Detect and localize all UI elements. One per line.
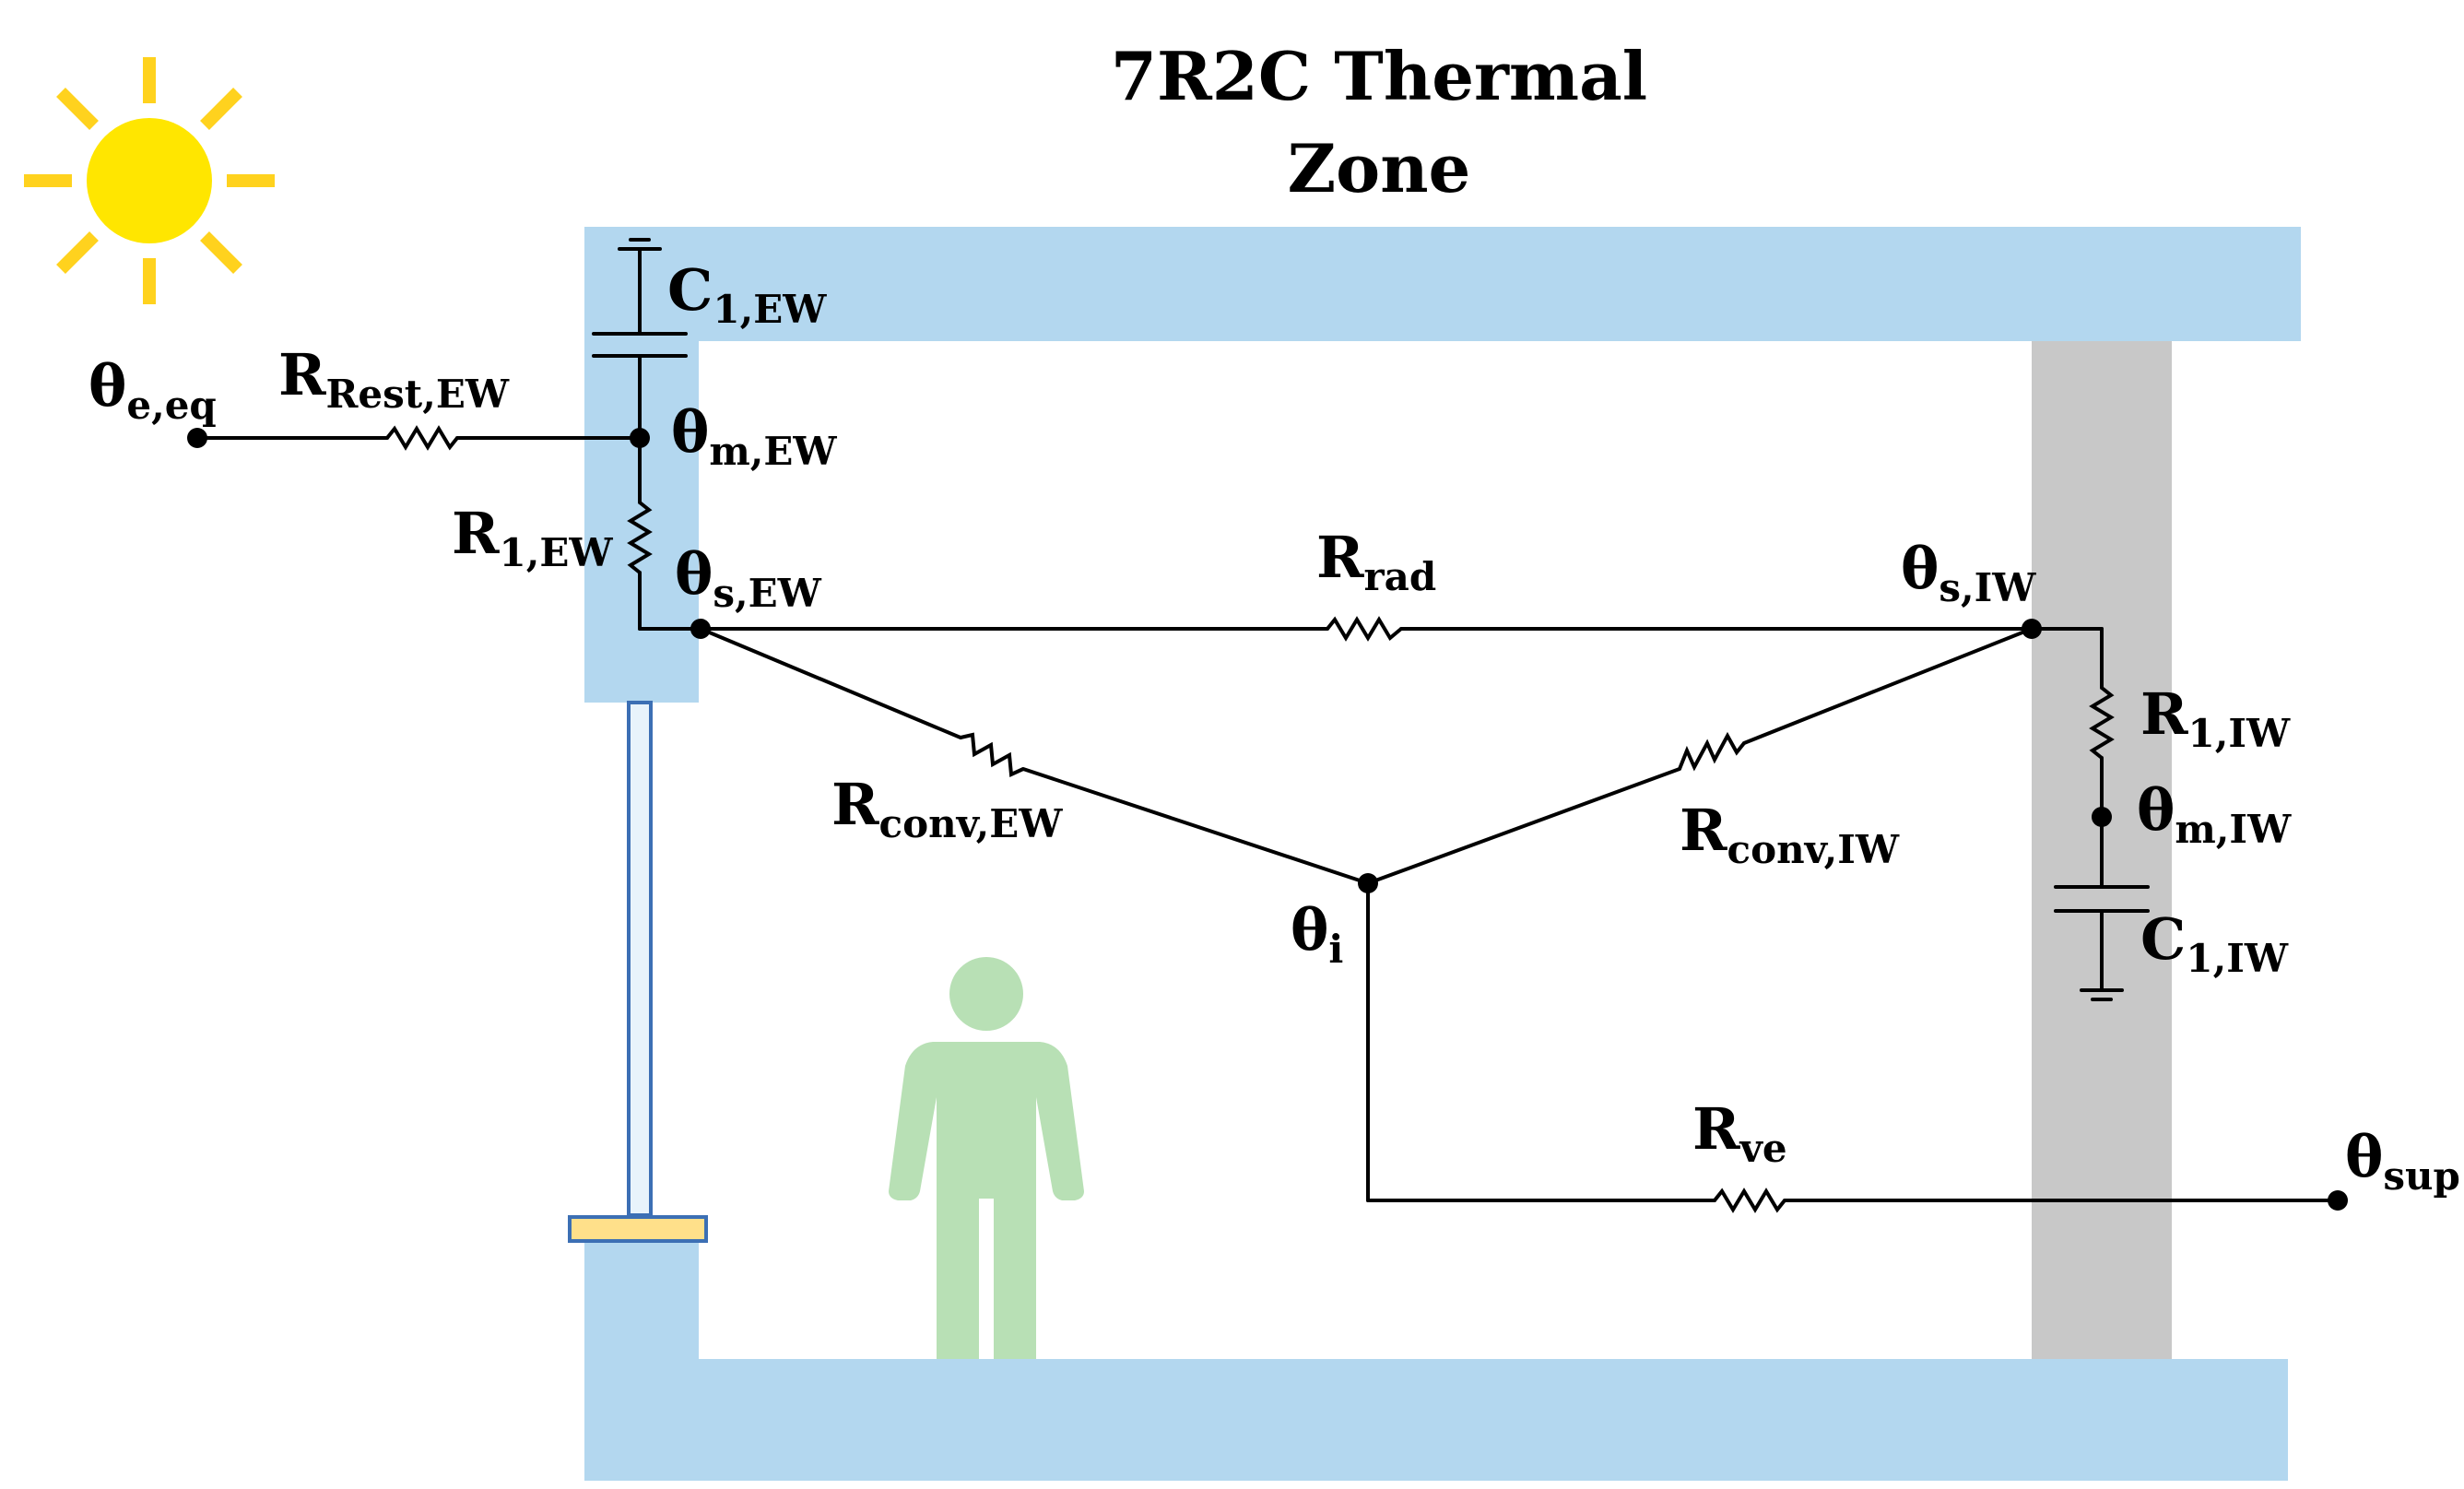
node-theta-m-ew: [630, 428, 650, 448]
label-main: R: [1692, 1095, 1740, 1163]
wire: [1021, 767, 1370, 885]
label-sub: e,eq: [126, 383, 216, 428]
label-main: R: [831, 771, 879, 838]
sun-disc: [87, 118, 212, 243]
node-theta-i: [1358, 873, 1378, 893]
label-theta-s-iw: θs,IW: [1901, 535, 2036, 610]
label-sub: ve: [1739, 1126, 1787, 1171]
label-r-conv-ew: Rconv,EW: [831, 771, 1063, 846]
sun-ray: [200, 231, 242, 274]
label-r1-iw: R1,IW: [2140, 680, 2291, 756]
resistor-r-rest-ew: [385, 425, 459, 451]
label-main: R: [278, 341, 326, 408]
resistor-r1-ew: [627, 501, 653, 574]
label-sub: s,EW: [713, 571, 821, 616]
label-r-rad: Rrad: [1316, 524, 1436, 599]
label-main: θ: [675, 540, 713, 608]
label-main: θ: [2345, 1123, 2383, 1190]
label-c1-ew: C1,EW: [667, 256, 827, 332]
label-sub: m,IW: [2175, 807, 2292, 852]
label-main: R: [452, 500, 500, 567]
node-theta-m-iw: [2092, 807, 2112, 827]
building: [568, 227, 2301, 1481]
resistor-r1-iw: [2089, 686, 2115, 760]
label-theta-m-ew: θm,EW: [671, 398, 837, 474]
label-sub: 1,IW: [2186, 936, 2288, 981]
label-sub: i: [1328, 927, 1343, 972]
label-main: R: [1680, 797, 1727, 864]
node-theta-sup: [2328, 1190, 2348, 1211]
floor-slab: [584, 1359, 2288, 1481]
person-head: [949, 957, 1023, 1031]
label-sub: conv,IW: [1727, 827, 1900, 872]
label-main: θ: [2137, 776, 2175, 844]
resistor-r-conv-iw: [1678, 731, 1746, 772]
person-icon: [889, 957, 1084, 1359]
label-main: θ: [671, 398, 709, 466]
label-main: θ: [1291, 896, 1328, 963]
person-body: [889, 1042, 1084, 1359]
resistor-r-ve: [1713, 1188, 1786, 1213]
label-sub: sup: [2383, 1153, 2460, 1199]
label-main: R: [2140, 680, 2188, 748]
node-theta-s-iw: [2022, 619, 2042, 639]
wire: [699, 627, 962, 739]
label-theta-e-eq: θe,eq: [88, 352, 217, 428]
label-main: R: [1316, 524, 1364, 591]
roof-slab: [584, 227, 2301, 341]
label-main: θ: [1901, 535, 1939, 602]
label-r-conv-iw: Rconv,IW: [1680, 797, 1900, 872]
diagram-title: 7R2C Thermal Zone: [1111, 37, 1647, 207]
label-r-rest-ew: RRest,EW: [278, 341, 510, 417]
label-theta-m-iw: θm,IW: [2137, 776, 2292, 852]
label-sub: 1,EW: [713, 287, 827, 332]
wire: [1742, 627, 2034, 745]
window-sill: [568, 1215, 708, 1243]
label-sub: rad: [1364, 554, 1437, 599]
label-sub: 1,EW: [500, 530, 614, 575]
window: [568, 701, 708, 1243]
label-sub: s,IW: [1939, 565, 2036, 610]
label-main: θ: [88, 352, 126, 420]
label-main: C: [667, 256, 713, 324]
title-line1: 7R2C Thermal: [1111, 37, 1647, 115]
label-sub: Rest,EW: [326, 372, 510, 417]
sun-icon: [24, 57, 275, 304]
label-sub: m,EW: [709, 429, 837, 474]
resistor-r-rad: [1326, 616, 1403, 642]
label-sub: conv,EW: [879, 801, 1064, 846]
label-theta-sup: θsup: [2345, 1123, 2460, 1199]
label-main: C: [2140, 905, 2186, 973]
node-theta-e-eq: [187, 428, 207, 448]
window-pane: [627, 701, 653, 1217]
wire: [1366, 767, 1681, 885]
sun-ray: [200, 88, 242, 130]
resistor-r-conv-ew: [960, 732, 1024, 777]
circuit: [187, 238, 2348, 1213]
node-theta-s-ew: [690, 619, 711, 639]
label-r-ve: Rve: [1692, 1095, 1787, 1171]
label-c1-iw: C1,IW: [2140, 905, 2289, 981]
sun-ray: [56, 88, 99, 130]
label-r1-ew: R1,EW: [452, 500, 613, 575]
sun-ray: [56, 231, 99, 274]
labels: θe,eq RRest,EW C1,EW θm,EW R1,EW θs,EW R…: [88, 256, 2460, 1199]
title-line2: Zone: [1288, 129, 1471, 207]
label-sub: 1,IW: [2188, 711, 2291, 756]
label-theta-i: θi: [1291, 896, 1343, 972]
label-theta-s-ew: θs,EW: [675, 540, 822, 616]
